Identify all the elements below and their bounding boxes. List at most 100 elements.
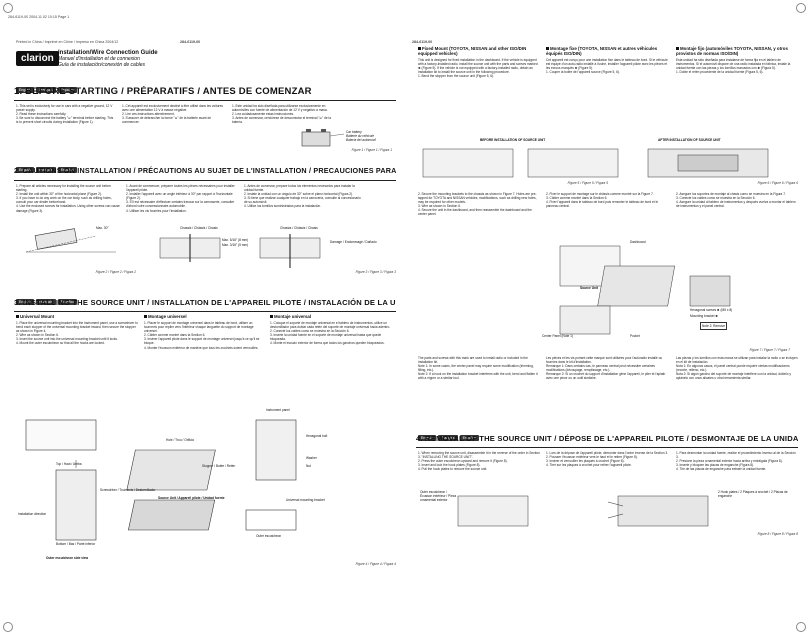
clarion-logo: clarion bbox=[16, 51, 59, 66]
nut-label: Nut bbox=[306, 464, 311, 468]
bracket-label: Mounting bracket ✱ bbox=[690, 314, 719, 318]
figure-7: Dashboard Source Unit Hexagonal screws ✱… bbox=[540, 236, 790, 346]
section-divider bbox=[14, 311, 396, 312]
note-box: Note 2: Remove bbox=[700, 322, 728, 331]
subhead-universal-fr: Montage universel bbox=[144, 314, 187, 319]
registration-mark bbox=[3, 622, 13, 632]
outer-escutcheon-label: Outer escutcheon / Écusson extérieur / P… bbox=[420, 490, 457, 503]
chassis-label: Chassis / Châssis / Chasis bbox=[180, 226, 218, 230]
figure-3-caption: Figure 3 / Figure 3 / Figura 3 bbox=[355, 270, 396, 274]
fixed-mount-head-en: Fixed Mount (TOYOTA, NISSAN and other IS… bbox=[418, 46, 527, 56]
s4-text-en: 1. When removing the source unit, disass… bbox=[418, 451, 540, 472]
title-en: Installation/Wire Connection Guide bbox=[58, 50, 158, 56]
subhead-universal-en: Universal Mount bbox=[16, 314, 54, 319]
hole-label: Hole / Trou / Orificio bbox=[166, 438, 195, 442]
title-fr: Manuel d'installation et de connexion bbox=[58, 56, 140, 62]
registration-mark bbox=[796, 3, 806, 13]
fixed-mount-head-es: Montaje fijo (automóviles TOYOTA, NISSAN… bbox=[676, 46, 788, 56]
hex-bolt-label: Hexagonal bolt bbox=[306, 434, 328, 438]
notes-es: Las piezas y los tornillos con esta marc… bbox=[676, 356, 798, 381]
dashboard-exploded-view bbox=[559, 245, 731, 335]
tab-english: English bbox=[16, 87, 34, 93]
max-angle-label: Max. 30° bbox=[96, 226, 109, 230]
part-number: 284-6119-00 bbox=[180, 40, 201, 44]
figure-8-caption: Figure 8 / Figure 8 / Figura 8 bbox=[757, 532, 798, 536]
screwdriver-label: Screwdriver / Tournevis / Destornillador bbox=[100, 488, 156, 492]
figure-5-6: BEFORE INSTALLATION OF SOURCE UNIT AFTER… bbox=[418, 138, 798, 182]
screw-max-a: Max. 5/16" (8 mm) bbox=[222, 238, 249, 242]
title-es: Guía de instalación/conexión de cables bbox=[58, 62, 146, 68]
fig1-label-es: Batería del automóvil bbox=[346, 138, 376, 142]
figure-8: Outer escutcheon / Écusson extérieur / P… bbox=[418, 488, 798, 532]
stopper-label: Stopper / Butée / Retén bbox=[202, 464, 236, 468]
tab-english: English bbox=[16, 299, 34, 305]
subhead-universal-es: Montaje universal bbox=[270, 314, 311, 319]
tab-francais: Français bbox=[35, 87, 56, 93]
mounting-angle-diagram bbox=[25, 228, 116, 253]
top-label: Top / Haut / Arriba bbox=[56, 462, 82, 466]
s2-text-es: 1. Antes de comenzar, prepare todos los … bbox=[244, 184, 361, 209]
s2-text-fr: 1. Avant de commencer, préparer toutes l… bbox=[126, 184, 235, 213]
printed-in: Printed in China / Imprimé en Chine / Im… bbox=[16, 40, 119, 44]
fixed-steps-fr: 2. Fixer le support de montage sur le ch… bbox=[546, 192, 659, 209]
screw-max-b: Max. 3/16" (5 mm) bbox=[222, 243, 249, 247]
s3-text-fr: 1. Placer le support de montage universe… bbox=[144, 321, 260, 350]
umb-label: Universal mounting bracket bbox=[286, 498, 325, 502]
fig1-label-en: Car battery bbox=[346, 130, 362, 134]
title-block: Installation/Wire Connection Guide Manue… bbox=[58, 50, 388, 68]
tab-espanol: Español bbox=[459, 435, 479, 441]
s4-text-fr: 1. Lors de la dépose de l'appareil pilot… bbox=[546, 451, 669, 468]
figure-1: Car battery Batterie du véhicule Batería… bbox=[300, 128, 390, 148]
section-4-heading: 4. REMOVAL OF THE SOURCE UNIT / DÉPOSE D… bbox=[416, 434, 798, 443]
removal-illustrations bbox=[457, 495, 709, 527]
escutcheon-label: Outer escutcheon bbox=[256, 534, 282, 538]
fixed-mount-illustrations bbox=[422, 148, 769, 178]
pocket-label: Pocket bbox=[630, 334, 640, 338]
s1-text-es: 1. Este unidad ha sido diseñada para uti… bbox=[232, 104, 332, 125]
fixed-steps-es: 2. Asegure los soportes de montaje al ch… bbox=[676, 192, 796, 209]
fixed-steps-en: 2. Secure the mounting brackets to the c… bbox=[418, 192, 537, 217]
tab-english: English bbox=[16, 167, 34, 173]
figure-2-caption: Figure 2 / Figure 2 / Figura 2 bbox=[95, 270, 136, 274]
fixed-mount-text-en: This unit is designed for fixed installa… bbox=[418, 58, 538, 79]
notes-fr: Les pièces et les vis portant cette marq… bbox=[546, 356, 666, 381]
section-divider bbox=[14, 100, 396, 101]
fixed-mount-head-fr: Montage fixe (TOYOTA, NISSAN et autres v… bbox=[546, 46, 658, 56]
screw-length-diagram bbox=[159, 234, 321, 268]
tab-espanol: Español bbox=[57, 299, 77, 305]
figure-4-caption: Figure 4 / Figure 4 / Figura 4 bbox=[355, 562, 396, 566]
tab-english: English bbox=[418, 435, 436, 441]
tab-espanol: Español bbox=[57, 167, 77, 173]
washer-label: Washer bbox=[306, 456, 317, 460]
section-divider bbox=[14, 180, 396, 181]
tab-francais: Français bbox=[35, 167, 56, 173]
figure-3: Chassis / Châssis / Chasis Chassis / Châ… bbox=[150, 226, 395, 270]
part-number-right: 284-6119-00 bbox=[412, 40, 433, 44]
source-unit-label: Source Unit / Appareil pilote / Unidad f… bbox=[158, 496, 225, 500]
s4-text-es: 1. Para desmontar la unidad fuente, real… bbox=[676, 451, 796, 472]
screws-label: Hexagonal screws ✱ (M5 x 8) bbox=[690, 308, 733, 312]
source-unit-label: Source Unit bbox=[580, 286, 598, 290]
figure-6-caption: Figure 6 / Figure 6 / Figura 6 bbox=[757, 181, 798, 185]
damage-label: Damage / Endommagé / Dañado bbox=[330, 240, 377, 244]
chassis-label: Chassis / Châssis / Chasis bbox=[280, 226, 318, 230]
registration-mark bbox=[796, 622, 806, 632]
figure-1-caption: Figure 1 / Figure 1 / Figura 1 bbox=[351, 148, 392, 152]
tab-francais: Français bbox=[35, 299, 56, 305]
s3-text-en: 1. Place the universal mounting bracket … bbox=[16, 321, 138, 346]
universal-mount-exploded-view bbox=[25, 419, 297, 541]
registration-mark bbox=[3, 3, 13, 13]
section-3-heading: 3. INSTALLING THE SOURCE UNIT / INSTALLA… bbox=[14, 298, 396, 307]
figure-7-caption: Figure 7 / Figure 7 / Figura 7 bbox=[749, 348, 790, 352]
tab-espanol: Español bbox=[57, 87, 77, 93]
section-divider bbox=[416, 447, 798, 448]
figure-2: Max. 30° bbox=[16, 222, 136, 270]
fixed-mount-text-es: Esta unidad ha sido diseñada para instal… bbox=[676, 58, 791, 75]
file-line: 284-6119-00 2004.11.02 10:15 Page 1 bbox=[8, 15, 70, 19]
s3-text-es: 1. Coloque el soporte de montaje univers… bbox=[270, 321, 391, 346]
section-2-heading: 2. CAUTIONS ON INSTALLATION / PRÉCAUTION… bbox=[14, 166, 396, 175]
fixed-mount-text-fr: Cet appareil est conçu pour une installa… bbox=[546, 58, 668, 75]
s1-text-en: 1. This set is exclusively for use in ca… bbox=[16, 104, 114, 125]
